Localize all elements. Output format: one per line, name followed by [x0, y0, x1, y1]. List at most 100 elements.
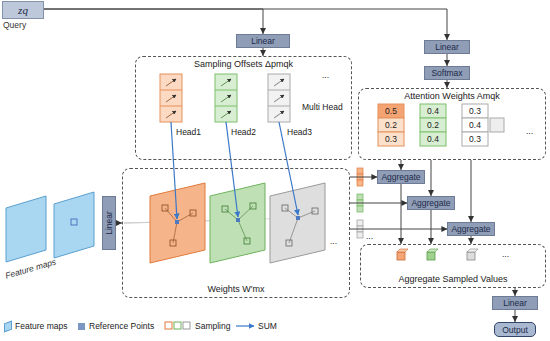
sum-sample	[236, 325, 254, 326]
weight-value: 0.4	[427, 106, 439, 116]
connector	[515, 310, 516, 322]
reference-point	[71, 219, 77, 225]
offset-arrow	[166, 79, 176, 86]
weight-value: 0.3	[469, 106, 481, 116]
sampling-line	[165, 208, 177, 222]
note-text: Multi Head	[302, 102, 343, 112]
region-title: Attention Weights Amqk	[359, 91, 545, 101]
ellipsis: ...	[322, 70, 329, 80]
connector	[350, 229, 447, 230]
head-label: Head1	[176, 127, 201, 137]
ellipsis: ...	[330, 236, 337, 246]
connector	[431, 160, 432, 196]
box-label: Output	[502, 325, 528, 335]
box-label: Linear	[503, 298, 527, 308]
connector	[471, 236, 472, 244]
sampling-line	[298, 211, 315, 218]
connector	[263, 48, 264, 56]
process-box: Linear	[424, 40, 470, 54]
sampling-square	[170, 240, 176, 246]
sampling-square	[162, 205, 168, 211]
head-map	[150, 183, 205, 263]
offset-column	[215, 74, 237, 122]
cube	[397, 252, 405, 260]
box-label: Aggregate	[411, 198, 450, 208]
aggregated-cube	[397, 249, 478, 260]
group-region: Weights W′mx	[122, 168, 350, 298]
cube	[427, 252, 435, 260]
sampling-sample	[165, 322, 172, 329]
weight-cell	[378, 118, 404, 132]
attention-grid	[378, 104, 504, 146]
vector-cell	[357, 220, 363, 226]
box-label: Linear	[435, 42, 459, 52]
ellipsis: ...	[366, 231, 373, 241]
weight-cell	[462, 104, 488, 118]
offset-arrow	[166, 111, 176, 118]
weight-cell	[462, 132, 488, 146]
sampling-square	[250, 203, 256, 209]
cell-divider	[215, 90, 237, 91]
cube-top	[427, 249, 438, 252]
legend-label: Feature maps	[15, 321, 67, 331]
sampling-line	[289, 218, 298, 243]
connector	[447, 80, 448, 88]
vector-cell	[357, 232, 363, 238]
sampling-line	[238, 206, 253, 220]
offset-arrow	[166, 95, 176, 102]
region-title: Weights W′mx	[123, 284, 349, 294]
box-label: Softmax	[431, 68, 462, 78]
offset-arrow	[274, 111, 284, 118]
offset-column	[268, 74, 290, 122]
weight-value: 0.2	[427, 120, 439, 130]
cell-divider	[160, 90, 182, 91]
box-caption: Query	[3, 20, 26, 30]
process-box: Aggregate	[407, 196, 454, 210]
weight-value: 0.3	[385, 134, 397, 144]
weight-value: 0.3	[469, 134, 481, 144]
offset-column	[160, 74, 182, 122]
reference-point	[236, 218, 240, 222]
connector	[471, 160, 472, 222]
process-box: Aggregate	[377, 170, 424, 184]
legend-label: SUM	[258, 321, 277, 331]
connector	[350, 203, 407, 204]
process-box: Aggregate	[447, 222, 494, 236]
weight-cell	[420, 118, 446, 132]
connector	[515, 288, 516, 296]
head-map	[210, 183, 265, 263]
sampling-square	[286, 240, 292, 246]
process-box: Linear	[102, 196, 116, 250]
sampling-square	[282, 205, 288, 211]
head-label: Head3	[287, 127, 312, 137]
vector-cell	[357, 180, 363, 186]
offset-arrow	[221, 79, 231, 86]
sampling-square	[222, 206, 228, 212]
weight-value: 0.4	[469, 120, 481, 130]
region-title: Sampling Offsets Δpmqk	[136, 59, 351, 69]
offset-column	[160, 74, 182, 122]
box-label: Aggregate	[381, 172, 420, 182]
cell-divider	[160, 106, 182, 107]
process-box: Linear	[492, 296, 538, 310]
group-region: Aggregate Sampled Values	[360, 244, 546, 288]
weight-value: 0.2	[385, 120, 397, 130]
process-box: Linear	[236, 34, 290, 48]
weight-value: 0.5	[385, 106, 397, 116]
cell-divider	[268, 90, 290, 91]
query-box: zqQuery	[2, 1, 44, 19]
sampling-square	[244, 238, 250, 244]
process-box: Softmax	[424, 66, 470, 80]
legend-label: Reference Points	[89, 321, 154, 331]
cell-divider	[215, 106, 237, 107]
weight-cell	[378, 104, 404, 118]
sampling-sample	[174, 322, 181, 329]
weight-value: 0.4	[427, 134, 439, 144]
sampling-square	[190, 210, 196, 216]
head-map	[210, 183, 265, 263]
offset-column	[268, 74, 290, 122]
connector	[350, 177, 377, 178]
connector	[401, 184, 402, 244]
sampling-square	[312, 208, 318, 214]
feature-map	[54, 192, 94, 258]
